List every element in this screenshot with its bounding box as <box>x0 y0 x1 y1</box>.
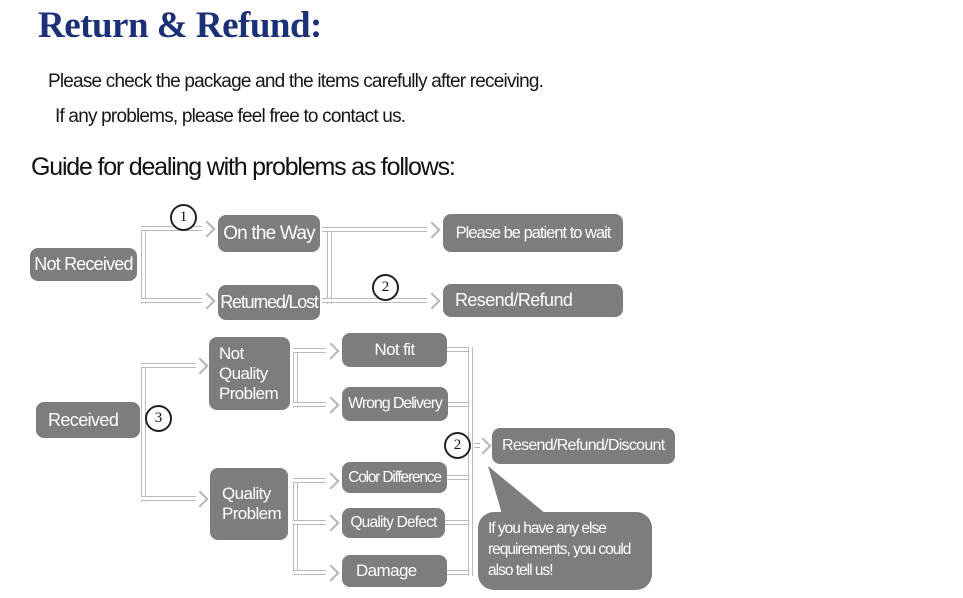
stub-wrong-delivery <box>448 402 468 407</box>
node-not-fit: Not fit <box>342 333 447 367</box>
arrowhead-returned-lost <box>198 292 216 310</box>
node-damage: Damage <box>342 555 447 587</box>
node-wrong-delivery: Wrong Delivery <box>342 387 448 421</box>
node-not-quality-problem: Not Quality Problem <box>209 337 290 410</box>
node-color-difference: Color Difference <box>342 462 447 493</box>
line-to-wrong-delivery <box>293 402 326 407</box>
arrowhead-resend-refund-discount <box>474 437 492 455</box>
speech-bubble-tail <box>488 466 546 514</box>
line-to-on-the-way <box>141 226 202 231</box>
step-3-badge: 3 <box>145 405 172 432</box>
guide-heading: Guide for dealing with problems as follo… <box>31 153 456 181</box>
arrowhead-resend-refund <box>423 292 441 310</box>
arrowhead-quality-problem <box>191 490 209 508</box>
stub-damage <box>447 570 468 575</box>
line-to-not-fit <box>293 348 326 353</box>
bubble-line-1: If you have any else <box>488 520 607 537</box>
step-2-badge-bottom: 2 <box>444 432 471 459</box>
line-top-flow-right-vertical <box>327 227 332 304</box>
arrowhead-color-difference <box>322 472 340 490</box>
line-not-received-branch-vertical <box>141 226 146 304</box>
arrowhead-quality-defect <box>322 514 340 532</box>
line-to-please-wait <box>322 227 427 232</box>
line-to-resend-refund <box>322 298 427 303</box>
line-to-not-quality-problem <box>141 363 196 368</box>
node-quality-problem: Quality Problem <box>210 468 288 540</box>
line-to-color-difference <box>293 478 326 483</box>
intro-line-1: Please check the package and the items c… <box>48 71 544 92</box>
step-1-badge: 1 <box>170 204 197 231</box>
node-resend-refund-discount: Resend/Refund/Discount <box>492 428 675 464</box>
node-quality-defect: Quality Defect <box>342 508 445 538</box>
node-returned-lost: Returned/Lost <box>218 285 320 320</box>
stub-not-fit <box>447 347 468 352</box>
arrowhead-not-quality-problem <box>191 357 209 375</box>
line-collector-vertical <box>468 347 473 576</box>
stub-quality-defect <box>445 520 468 525</box>
node-please-wait: Please be patient to wait <box>443 214 623 252</box>
bubble-line-3: also tell us! <box>488 562 554 579</box>
node-on-the-way: On the Way <box>218 215 320 252</box>
line-to-quality-defect <box>293 520 326 525</box>
page-title: Return & Refund: <box>38 5 322 46</box>
node-resend-refund: Resend/Refund <box>443 284 623 317</box>
speech-bubble: If you have any else requirements, you c… <box>478 512 652 590</box>
line-received-branch-vertical <box>141 363 146 502</box>
arrowhead-please-wait <box>423 221 441 239</box>
node-received: Received <box>36 402 140 438</box>
line-to-quality-problem <box>141 496 196 501</box>
arrowhead-damage <box>322 564 340 582</box>
node-not-received: Not Received <box>30 248 137 281</box>
arrowhead-wrong-delivery <box>322 396 340 414</box>
arrowhead-not-fit <box>322 342 340 360</box>
stub-color-difference <box>447 475 468 480</box>
line-nqp-branch-vertical <box>293 348 298 408</box>
line-to-resend-refund-discount <box>474 443 480 448</box>
bubble-line-2: requirements, you could <box>488 541 631 558</box>
line-qp-branch-vertical <box>293 478 298 575</box>
intro-line-2: If any problems, please feel free to con… <box>55 106 406 127</box>
step-2-badge-top: 2 <box>372 274 399 301</box>
line-to-returned-lost <box>141 298 202 303</box>
line-to-damage <box>293 570 326 575</box>
arrowhead-on-the-way <box>198 220 216 238</box>
